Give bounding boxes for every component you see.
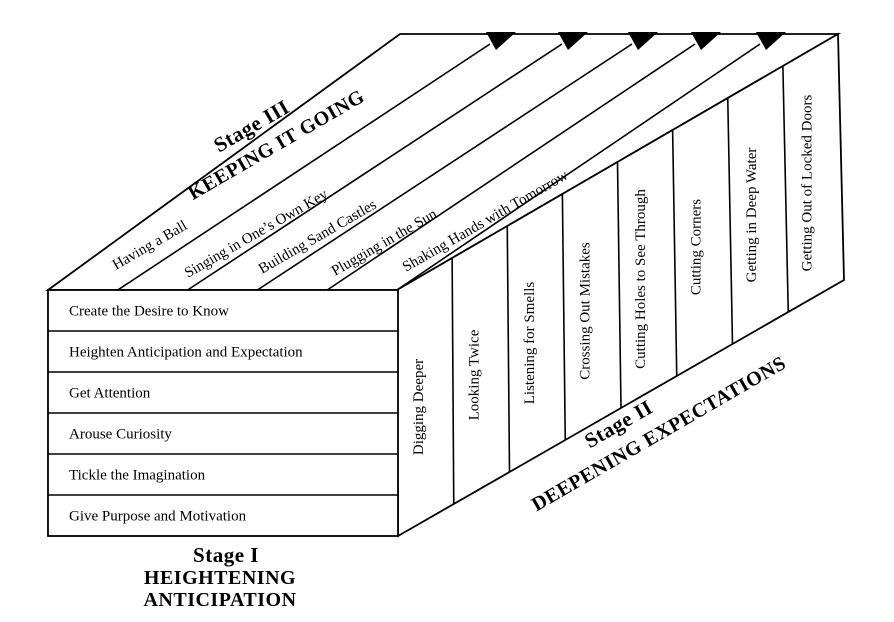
stage2-item-group: Crossing Out Mistakes bbox=[578, 242, 594, 380]
arrowhead-icon bbox=[628, 32, 658, 50]
stage2-item: Listening for Smells bbox=[522, 282, 538, 405]
stage2-item-group: Listening for Smells bbox=[522, 282, 538, 405]
stage2-item-group: Cutting Holes to See Through bbox=[633, 189, 649, 369]
stage1-line1: HEIGHTENING bbox=[144, 567, 296, 589]
stage2-item: Cutting Corners bbox=[688, 199, 704, 295]
stage2-slat-divider bbox=[561, 193, 567, 441]
arrowhead-icon bbox=[558, 32, 588, 50]
stage2-slat-divider bbox=[726, 97, 734, 345]
arrowhead-icon bbox=[756, 32, 786, 50]
arrowhead-icon bbox=[486, 32, 516, 50]
stage2-slat-divider bbox=[616, 161, 622, 409]
stage2-item-group: Digging Deeper bbox=[411, 359, 427, 455]
stage2-item-group: Cutting Corners bbox=[688, 199, 704, 295]
stage1-item: Tickle the Imagination bbox=[69, 468, 206, 484]
stage2-item: Cutting Holes to See Through bbox=[633, 189, 649, 369]
stage2-slat-divider bbox=[671, 129, 678, 377]
stage2-item-group: Getting in Deep Water bbox=[744, 148, 760, 283]
stage2-item-group: Getting Out of Locked Doors bbox=[799, 95, 815, 272]
stage1-item: Create the Desire to Know bbox=[69, 304, 229, 320]
stage1-heading: Stage I HEIGHTENING ANTICIPATION bbox=[143, 543, 296, 611]
stage1-item: Heighten Anticipation and Expectation bbox=[69, 345, 303, 361]
stage2-slat-divider bbox=[782, 65, 790, 313]
stage3-lane-divider bbox=[187, 43, 563, 291]
stage1-line2: ANTICIPATION bbox=[143, 589, 296, 611]
arrowhead-icon bbox=[691, 32, 721, 50]
stage1-item: Give Purpose and Motivation bbox=[69, 509, 247, 525]
stage3-lane-divider bbox=[326, 43, 696, 291]
stage2-item: Looking Twice bbox=[467, 329, 483, 420]
stage2-item: Getting Out of Locked Doors bbox=[799, 95, 815, 272]
stage2-item: Digging Deeper bbox=[411, 359, 427, 455]
stage1-item: Arouse Curiosity bbox=[69, 427, 172, 443]
stage3-lane-divider bbox=[396, 43, 761, 291]
stage2-item: Getting in Deep Water bbox=[744, 148, 760, 283]
stage1-item: Get Attention bbox=[69, 386, 151, 402]
stage3-lane-divider bbox=[256, 43, 633, 291]
stage2-item-group: Looking Twice bbox=[467, 329, 483, 420]
stage2-slat-divider bbox=[506, 225, 511, 473]
stage1-title: Stage I bbox=[193, 543, 259, 567]
stage2-item: Crossing Out Mistakes bbox=[578, 242, 594, 380]
stage2-slat-divider bbox=[451, 257, 455, 505]
stage3-lane-divider bbox=[117, 43, 491, 291]
